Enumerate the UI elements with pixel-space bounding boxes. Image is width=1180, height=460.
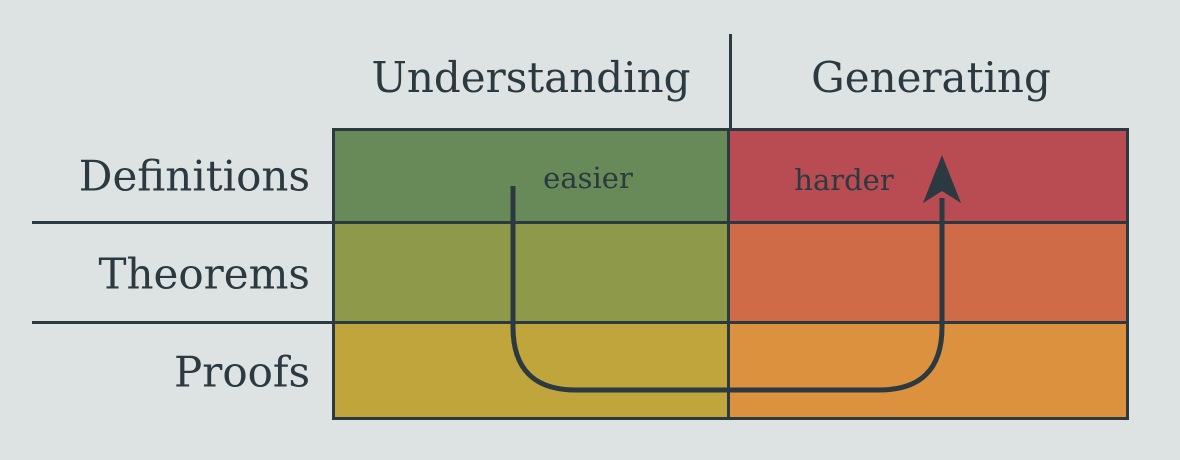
column-header-understanding: Understanding: [371, 53, 691, 102]
column-header-generating: Generating: [811, 53, 1051, 102]
column-divider-line: [729, 34, 732, 128]
row-divider-line: [32, 221, 332, 224]
annotation-harder: harder: [794, 163, 894, 197]
row-header-definitions: Definitions: [78, 151, 310, 201]
row-divider-line: [32, 321, 332, 324]
row-header-theorems: Theorems: [98, 249, 310, 299]
cell-proofs-understanding: [335, 324, 730, 417]
cell-theorems-understanding: [335, 224, 730, 324]
cell-proofs-generating: [730, 324, 1126, 417]
cell-definitions-understanding: [335, 131, 730, 224]
matrix-table: [332, 128, 1129, 420]
annotation-easier: easier: [543, 161, 633, 195]
cell-definitions-generating: [730, 131, 1126, 224]
cell-theorems-generating: [730, 224, 1126, 324]
row-header-proofs: Proofs: [173, 347, 310, 397]
